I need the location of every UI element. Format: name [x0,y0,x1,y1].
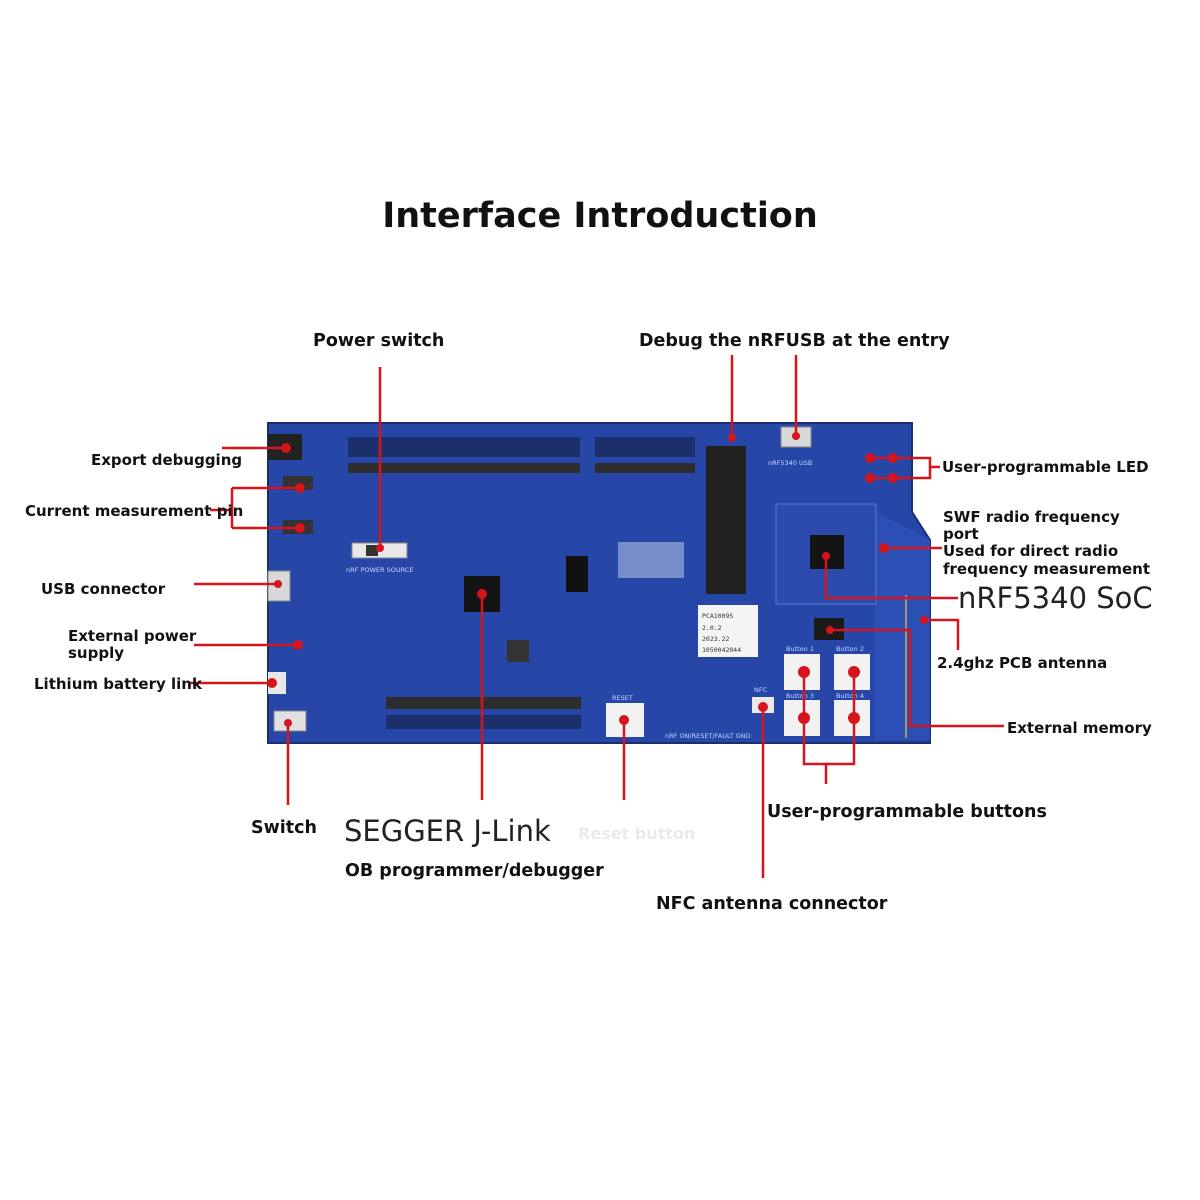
dot-debug-entry-a [728,434,736,442]
label-swf-1: SWF radio frequency [943,508,1120,526]
silk-nfc: NFC [754,686,768,694]
dot-button-3 [798,712,810,724]
silk-bottom: nRF ON/RESET/FAULT GND [665,732,751,740]
callout-dots [267,432,928,727]
dot-swf [879,543,889,553]
callout-soc [824,556,958,600]
dot-usb [274,580,282,588]
callout-current-measurement [210,486,298,530]
label-card-line: PCA10095 [702,612,733,620]
silk-button-1: Button 1 [786,645,814,653]
dot-led-3 [865,473,875,483]
label-power-switch: Power switch [313,331,445,351]
silk-button-3: Button 3 [786,692,814,700]
callout-lines [190,355,1004,878]
dot-current-a [295,483,305,493]
dot-nfc [758,702,768,712]
label-user-buttons: User-programmable buttons [767,802,1047,822]
label-card-line: 1050042044 [702,646,741,654]
callout-led [870,456,940,480]
dot-memory [826,626,834,634]
callout-buttons [802,672,856,784]
callout-antenna [924,618,960,650]
dot-segger [477,589,487,599]
label-segger-sub: OB programmer/debugger [345,861,604,881]
label-debug-entry: Debug the nRFUSB at the entry [639,331,950,351]
callout-memory [830,628,1004,728]
dot-led-2 [888,453,898,463]
label-segger-title: SEGGER J-Link [344,814,551,848]
dot-export-debugging [281,443,291,453]
label-card-text: PCA10095 2.0.2 2023.22 1050042044 [702,612,741,654]
label-current-measurement: Current measurement pin [25,502,244,520]
dot-antenna [920,616,928,624]
label-export-debugging: Export debugging [91,451,243,469]
label-switch: Switch [251,818,317,838]
label-external-power-1: External power [68,627,197,645]
label-lithium-battery: Lithium battery link [34,675,202,693]
dot-debug-entry-b [792,432,800,440]
silk-button-4: Button 4 [836,692,864,700]
dot-led-4 [888,473,898,483]
dot-external-power [293,640,303,650]
label-reset-button: Reset button [578,824,696,843]
page-title: Interface Introduction [382,196,818,236]
dot-power-switch [376,544,384,552]
label-nfc-connector: NFC antenna connector [656,894,888,914]
label-swf-3: Used for direct radio [943,542,1119,560]
dot-button-1 [798,666,810,678]
silk-button-2: Button 2 [836,645,864,653]
label-external-memory: External memory [1007,719,1152,737]
dot-button-4 [848,712,860,724]
board-silkscreen: nRF5340 USB nRF POWER SOURCE RESET NFC B… [346,459,864,740]
label-card-line: 2023.22 [702,635,729,643]
silk-power: nRF POWER SOURCE [346,566,413,574]
label-swf-2: port [943,525,979,543]
dot-reset [619,715,629,725]
silk-usb: nRF5340 USB [768,459,812,467]
dot-soc [822,552,830,560]
dot-led-1 [865,453,875,463]
dot-battery [267,678,277,688]
label-antenna: 2.4ghz PCB antenna [937,654,1108,672]
pcb-board [267,422,931,744]
label-soc: nRF5340 SoC [958,581,1153,615]
silk-reset: RESET [612,694,633,702]
label-user-led: User-programmable LED [942,458,1149,476]
dot-button-2 [848,666,860,678]
label-usb-connector: USB connector [41,580,166,598]
label-swf-4: frequency measurement [943,560,1151,578]
dot-switch [284,719,292,727]
dot-current-b [295,523,305,533]
label-external-power-2: supply [68,644,125,662]
label-card-line: 2.0.2 [702,624,722,632]
